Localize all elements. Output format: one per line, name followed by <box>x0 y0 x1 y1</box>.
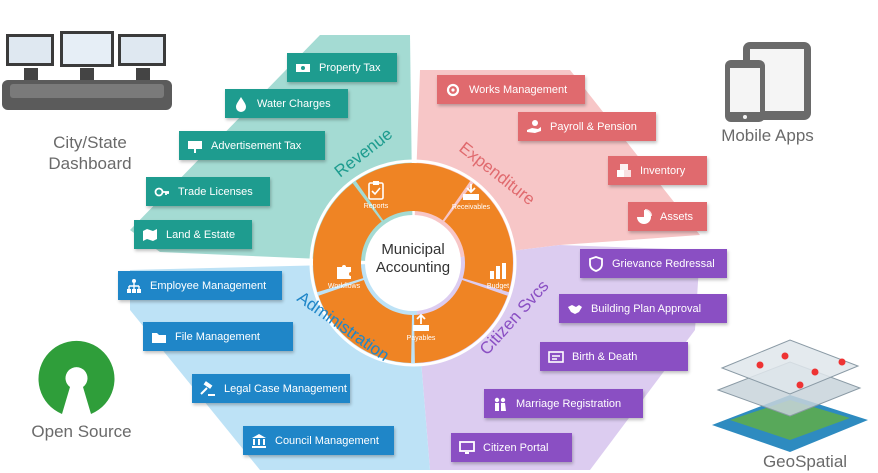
expenditure-item-inventory[interactable]: Inventory <box>608 156 707 185</box>
key-icon <box>154 184 170 200</box>
segment-label-payables: Payables <box>406 335 436 342</box>
reports-segment[interactable]: Reports <box>346 180 406 216</box>
revenue-item-water-charges[interactable]: Water Charges <box>225 89 348 118</box>
revenue-item-label: Trade Licenses <box>178 185 253 198</box>
mobile-devices-illustration <box>725 42 811 122</box>
segment-label-receivables: Receivables <box>451 204 491 211</box>
building-icon <box>251 433 267 449</box>
workflows-segment[interactable]: Workflows <box>314 262 374 298</box>
citizen-item-marriage-registration[interactable]: Marriage Registration <box>484 389 643 418</box>
cog-icon <box>445 82 461 98</box>
open-source-logo <box>38 340 115 414</box>
revenue-item-label: Property Tax <box>319 61 381 74</box>
mobile-apps-label: Mobile Apps <box>721 126 814 145</box>
revenue-item-label: Water Charges <box>257 97 331 110</box>
puzzle-icon <box>337 265 351 279</box>
expenditure-item-assets[interactable]: Assets <box>628 202 707 231</box>
citizen-item-label: Building Plan Approval <box>591 302 702 315</box>
admin-item-label: File Management <box>175 330 260 343</box>
revenue-item-land-estate[interactable]: Land & Estate <box>134 220 252 249</box>
revenue-item-property-tax[interactable]: Property Tax <box>287 53 397 82</box>
budget-segment[interactable]: Budget <box>468 262 528 298</box>
money-tray-up-icon <box>413 314 429 331</box>
segment-label-workflows: Workflows <box>327 283 361 290</box>
water-drop-icon <box>233 96 249 112</box>
expenditure-item-label: Works Management <box>469 83 568 96</box>
segment-label-reports: Reports <box>363 203 389 210</box>
handshake-icon <box>567 301 583 317</box>
citizen-item-label: Citizen Portal <box>483 441 549 454</box>
admin-item-label: Council Management <box>275 434 379 447</box>
shield-icon <box>588 255 604 272</box>
revenue-item-label: Advertisement Tax <box>211 139 302 152</box>
citizen-item-label: Grievance Redressal <box>612 257 715 270</box>
segment-label-budget: Budget <box>486 283 510 290</box>
dashboard-illustration <box>2 31 172 110</box>
geospatial-label: GeoSpatial <box>762 452 848 471</box>
money-tray-icon <box>463 184 479 200</box>
expenditure-item-payroll-pension[interactable]: Payroll & Pension <box>518 112 656 141</box>
bar-chart-icon <box>490 263 506 279</box>
expenditure-item-works-management[interactable]: Works Management <box>437 75 585 104</box>
hub-center <box>365 215 461 311</box>
admin-item-employee-management[interactable]: Employee Management <box>118 271 282 300</box>
hub-segment-reports[interactable] <box>355 162 471 221</box>
revenue-item-advertisement-tax[interactable]: Advertisement Tax <box>179 131 325 160</box>
admin-item-council-management[interactable]: Council Management <box>243 426 394 455</box>
hub-segment-receivables[interactable] <box>444 183 513 293</box>
admin-item-file-management[interactable]: File Management <box>143 322 293 351</box>
expenditure-item-label: Assets <box>660 210 694 223</box>
hub-title-line1: Municipal <box>381 241 445 258</box>
billboard-icon <box>187 138 203 154</box>
admin-item-label: Legal Case Management <box>224 382 347 395</box>
citizen-item-label: Birth & Death <box>572 350 638 363</box>
land-map-icon <box>142 227 158 243</box>
certificate-icon <box>548 349 564 365</box>
citizen-item-label: Marriage Registration <box>516 397 622 410</box>
revenue-item-trade-licenses[interactable]: Trade Licenses <box>146 177 270 206</box>
hub-segment-budget[interactable] <box>413 280 508 363</box>
citizen-item-grievance-redressal[interactable]: Grievance Redressal <box>580 249 727 278</box>
folder-icon <box>151 329 167 345</box>
dashboard-label-line1: City/State <box>53 133 127 152</box>
hub-segment-payables[interactable] <box>318 280 413 363</box>
payables-segment[interactable]: Payables <box>391 314 451 350</box>
clipboard-icon <box>368 181 384 200</box>
money-stack-icon <box>295 60 311 76</box>
hub-outer-border <box>309 159 517 367</box>
geospatial-illustration <box>712 339 868 452</box>
admin-item-label: Employee Management <box>150 279 267 292</box>
hand-money-icon <box>526 119 542 135</box>
expenditure-item-label: Payroll & Pension <box>550 120 637 133</box>
monitor-icon <box>459 440 475 456</box>
revenue-item-label: Land & Estate <box>166 228 236 241</box>
hub-title-line2: Accounting <box>375 259 451 276</box>
couple-icon <box>492 396 508 412</box>
citizen-item-building-plan-approval[interactable]: Building Plan Approval <box>559 294 727 323</box>
gavel-icon <box>200 380 216 397</box>
boxes-icon <box>616 163 632 179</box>
hub-segment-workflows[interactable] <box>312 183 382 293</box>
expenditure-item-label: Inventory <box>640 164 686 177</box>
admin-item-legal-case-management[interactable]: Legal Case Management <box>192 374 350 403</box>
citizen-item-birth-death[interactable]: Birth & Death <box>540 342 688 371</box>
pie-chart-icon <box>636 208 652 225</box>
receivables-segment[interactable]: Receivables <box>441 183 501 219</box>
dashboard-label-line2: Dashboard <box>48 154 132 173</box>
org-chart-icon <box>126 278 142 294</box>
open-source-label: Open Source <box>31 422 132 441</box>
hub-ring <box>309 159 517 367</box>
citizen-item-citizen-portal[interactable]: Citizen Portal <box>451 433 572 462</box>
